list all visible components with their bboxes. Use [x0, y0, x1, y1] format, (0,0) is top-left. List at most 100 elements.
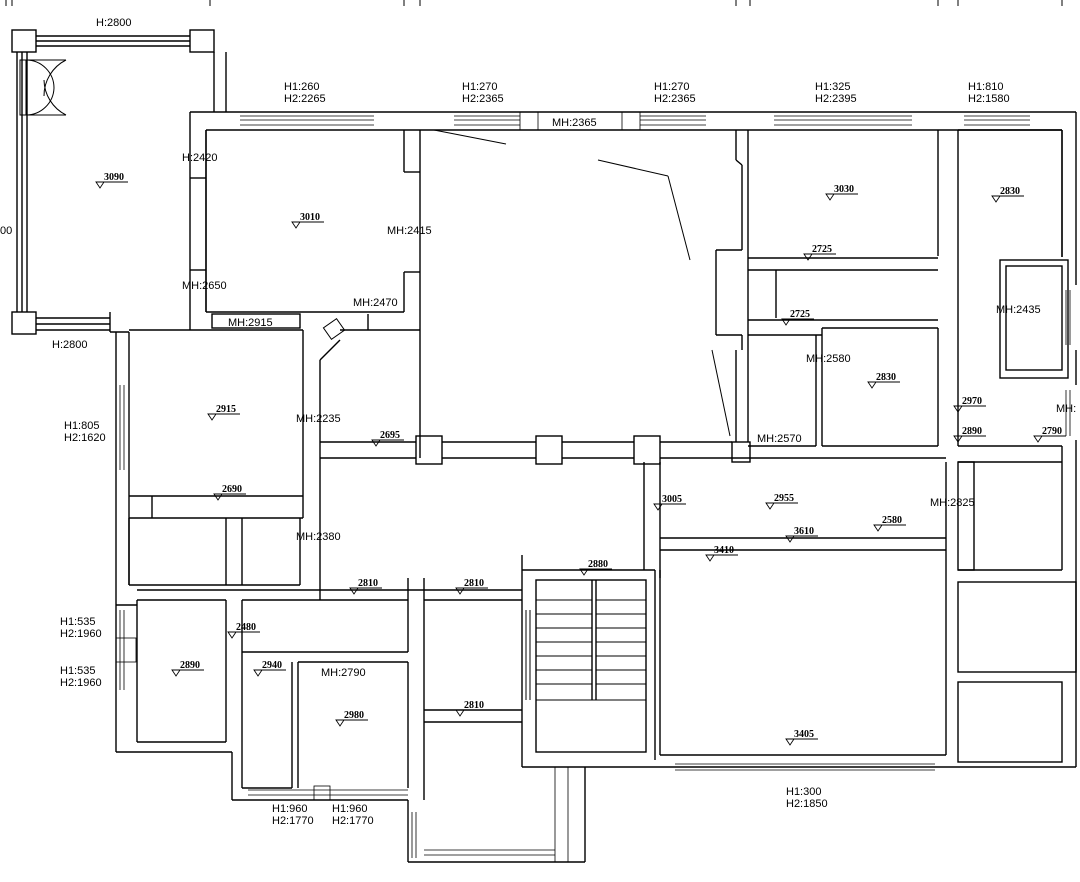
- label-h2420: H:2420: [182, 152, 217, 164]
- level-marker-l2830b: 2830: [867, 372, 900, 389]
- label-h2-1770a: H2:1770: [272, 815, 314, 827]
- level-triangle-icon: [785, 535, 795, 543]
- level-marker-l2695: 2695: [371, 430, 404, 447]
- level-triangle-icon: [765, 502, 775, 510]
- label-h2-1580: H2:1580: [968, 93, 1010, 105]
- level-marker-l2980: 2980: [335, 710, 368, 727]
- top-windows: [115, 111, 1071, 862]
- level-marker-l2690: 2690: [213, 484, 246, 501]
- level-marker-l2830a: 2830: [991, 186, 1024, 203]
- label-h2800-top: H:2800: [96, 17, 131, 29]
- label-h1-300: H1:300: [786, 786, 821, 798]
- level-value: 3610: [794, 526, 814, 537]
- label-mh2650: MH:2650: [182, 280, 227, 292]
- label-mh2235: MH:2235: [296, 413, 341, 425]
- label-mh2570: MH:2570: [757, 433, 802, 445]
- label-mh2435: MH:2435: [996, 304, 1041, 316]
- level-value: 2880: [588, 559, 608, 570]
- level-marker-l2970: 2970: [953, 396, 986, 413]
- level-value: 2980: [344, 710, 364, 721]
- level-triangle-icon: [213, 493, 223, 501]
- level-marker-l2915: 2915: [207, 404, 240, 421]
- level-marker-l3610: 3610: [785, 526, 818, 543]
- level-value: 2695: [380, 430, 400, 441]
- level-value: 2955: [774, 493, 794, 504]
- level-triangle-icon: [455, 587, 465, 595]
- level-value: 2690: [222, 484, 242, 495]
- level-value: 2890: [180, 660, 200, 671]
- level-value: 2810: [464, 578, 484, 589]
- level-marker-l2810c: 2810: [455, 700, 488, 717]
- level-marker-l2810b: 2810: [455, 578, 488, 595]
- level-triangle-icon: [785, 738, 795, 746]
- level-triangle-icon: [371, 439, 381, 447]
- level-triangle-icon: [653, 503, 663, 511]
- level-triangle-icon: [1033, 435, 1043, 443]
- label-h2-2365b: H2:2365: [654, 93, 696, 105]
- level-marker-l2725a: 2725: [803, 244, 836, 261]
- level-triangle-icon: [705, 554, 715, 562]
- level-value: 2890: [962, 426, 982, 437]
- living-room-lines: [322, 129, 731, 437]
- level-marker-l2955: 2955: [765, 493, 798, 510]
- label-h1-260: H1:260: [284, 81, 319, 93]
- level-value: 2970: [962, 396, 982, 407]
- level-triangle-icon: [867, 381, 877, 389]
- label-h2-1850: H2:1850: [786, 798, 828, 810]
- level-marker-l3030: 3030: [825, 184, 858, 201]
- label-mh2915: MH:2915: [228, 317, 273, 329]
- level-value: 2725: [790, 309, 810, 320]
- level-marker-l2940: 2940: [253, 660, 286, 677]
- label-mh2825: MH:2825: [930, 497, 975, 509]
- label-h1-325: H1:325: [815, 81, 850, 93]
- top-edge-ticks: [5, 0, 1063, 6]
- level-marker-l2580: 2580: [873, 515, 906, 532]
- label-mh2365: MH:2365: [552, 117, 597, 129]
- level-marker-l3405: 3405: [785, 729, 818, 746]
- level-marker-l3410: 3410: [705, 545, 738, 562]
- level-marker-l2480: 2480: [227, 622, 260, 639]
- level-triangle-icon: [335, 719, 345, 727]
- level-triangle-icon: [349, 587, 359, 595]
- label-h2-1960b: H2:1960: [60, 677, 102, 689]
- label-mh2790: MH:2790: [321, 667, 366, 679]
- level-value: 2810: [464, 700, 484, 711]
- label-mh2580: MH:2580: [806, 353, 851, 365]
- level-value: 3405: [794, 729, 814, 740]
- level-triangle-icon: [291, 221, 301, 229]
- label-h1-960b: H1:960: [332, 803, 367, 815]
- label-h1-805: H1:805: [64, 420, 99, 432]
- level-marker-l2810a: 2810: [349, 578, 382, 595]
- level-marker-l3010: 3010: [291, 212, 324, 229]
- level-value: 3410: [714, 545, 734, 556]
- level-triangle-icon: [171, 669, 181, 677]
- level-value: 2810: [358, 578, 378, 589]
- level-value: 2830: [1000, 186, 1020, 197]
- level-value: 3005: [662, 494, 682, 505]
- level-value: 3030: [834, 184, 854, 195]
- label-h1-960a: H1:960: [272, 803, 307, 815]
- level-triangle-icon: [873, 524, 883, 532]
- label-h1-535a: H1:535: [60, 616, 95, 628]
- label-h1-270a: H1:270: [462, 81, 497, 93]
- level-triangle-icon: [991, 195, 1001, 203]
- level-value: 2940: [262, 660, 282, 671]
- label-cut-00: 00: [0, 225, 12, 237]
- level-triangle-icon: [803, 253, 813, 261]
- level-triangle-icon: [253, 669, 263, 677]
- label-mh2415: MH:2415: [387, 225, 432, 237]
- level-marker-l2890b: 2890: [171, 660, 204, 677]
- label-h2-1620: H2:1620: [64, 432, 106, 444]
- level-value: 2830: [876, 372, 896, 383]
- mh-labels: H:2420 MH:2650 MH:2415 MH:2470 MH:2915 M…: [182, 152, 1076, 679]
- label-mh2380: MH:2380: [296, 531, 341, 543]
- level-triangle-icon: [227, 631, 237, 639]
- level-marker-l2725b: 2725: [781, 309, 814, 326]
- label-h2-2365a: H2:2365: [462, 93, 504, 105]
- balcony-door: [19, 59, 67, 116]
- level-triangle-icon: [455, 709, 465, 717]
- level-marker-l2790: 2790: [1033, 426, 1066, 443]
- label-h1-270b: H1:270: [654, 81, 689, 93]
